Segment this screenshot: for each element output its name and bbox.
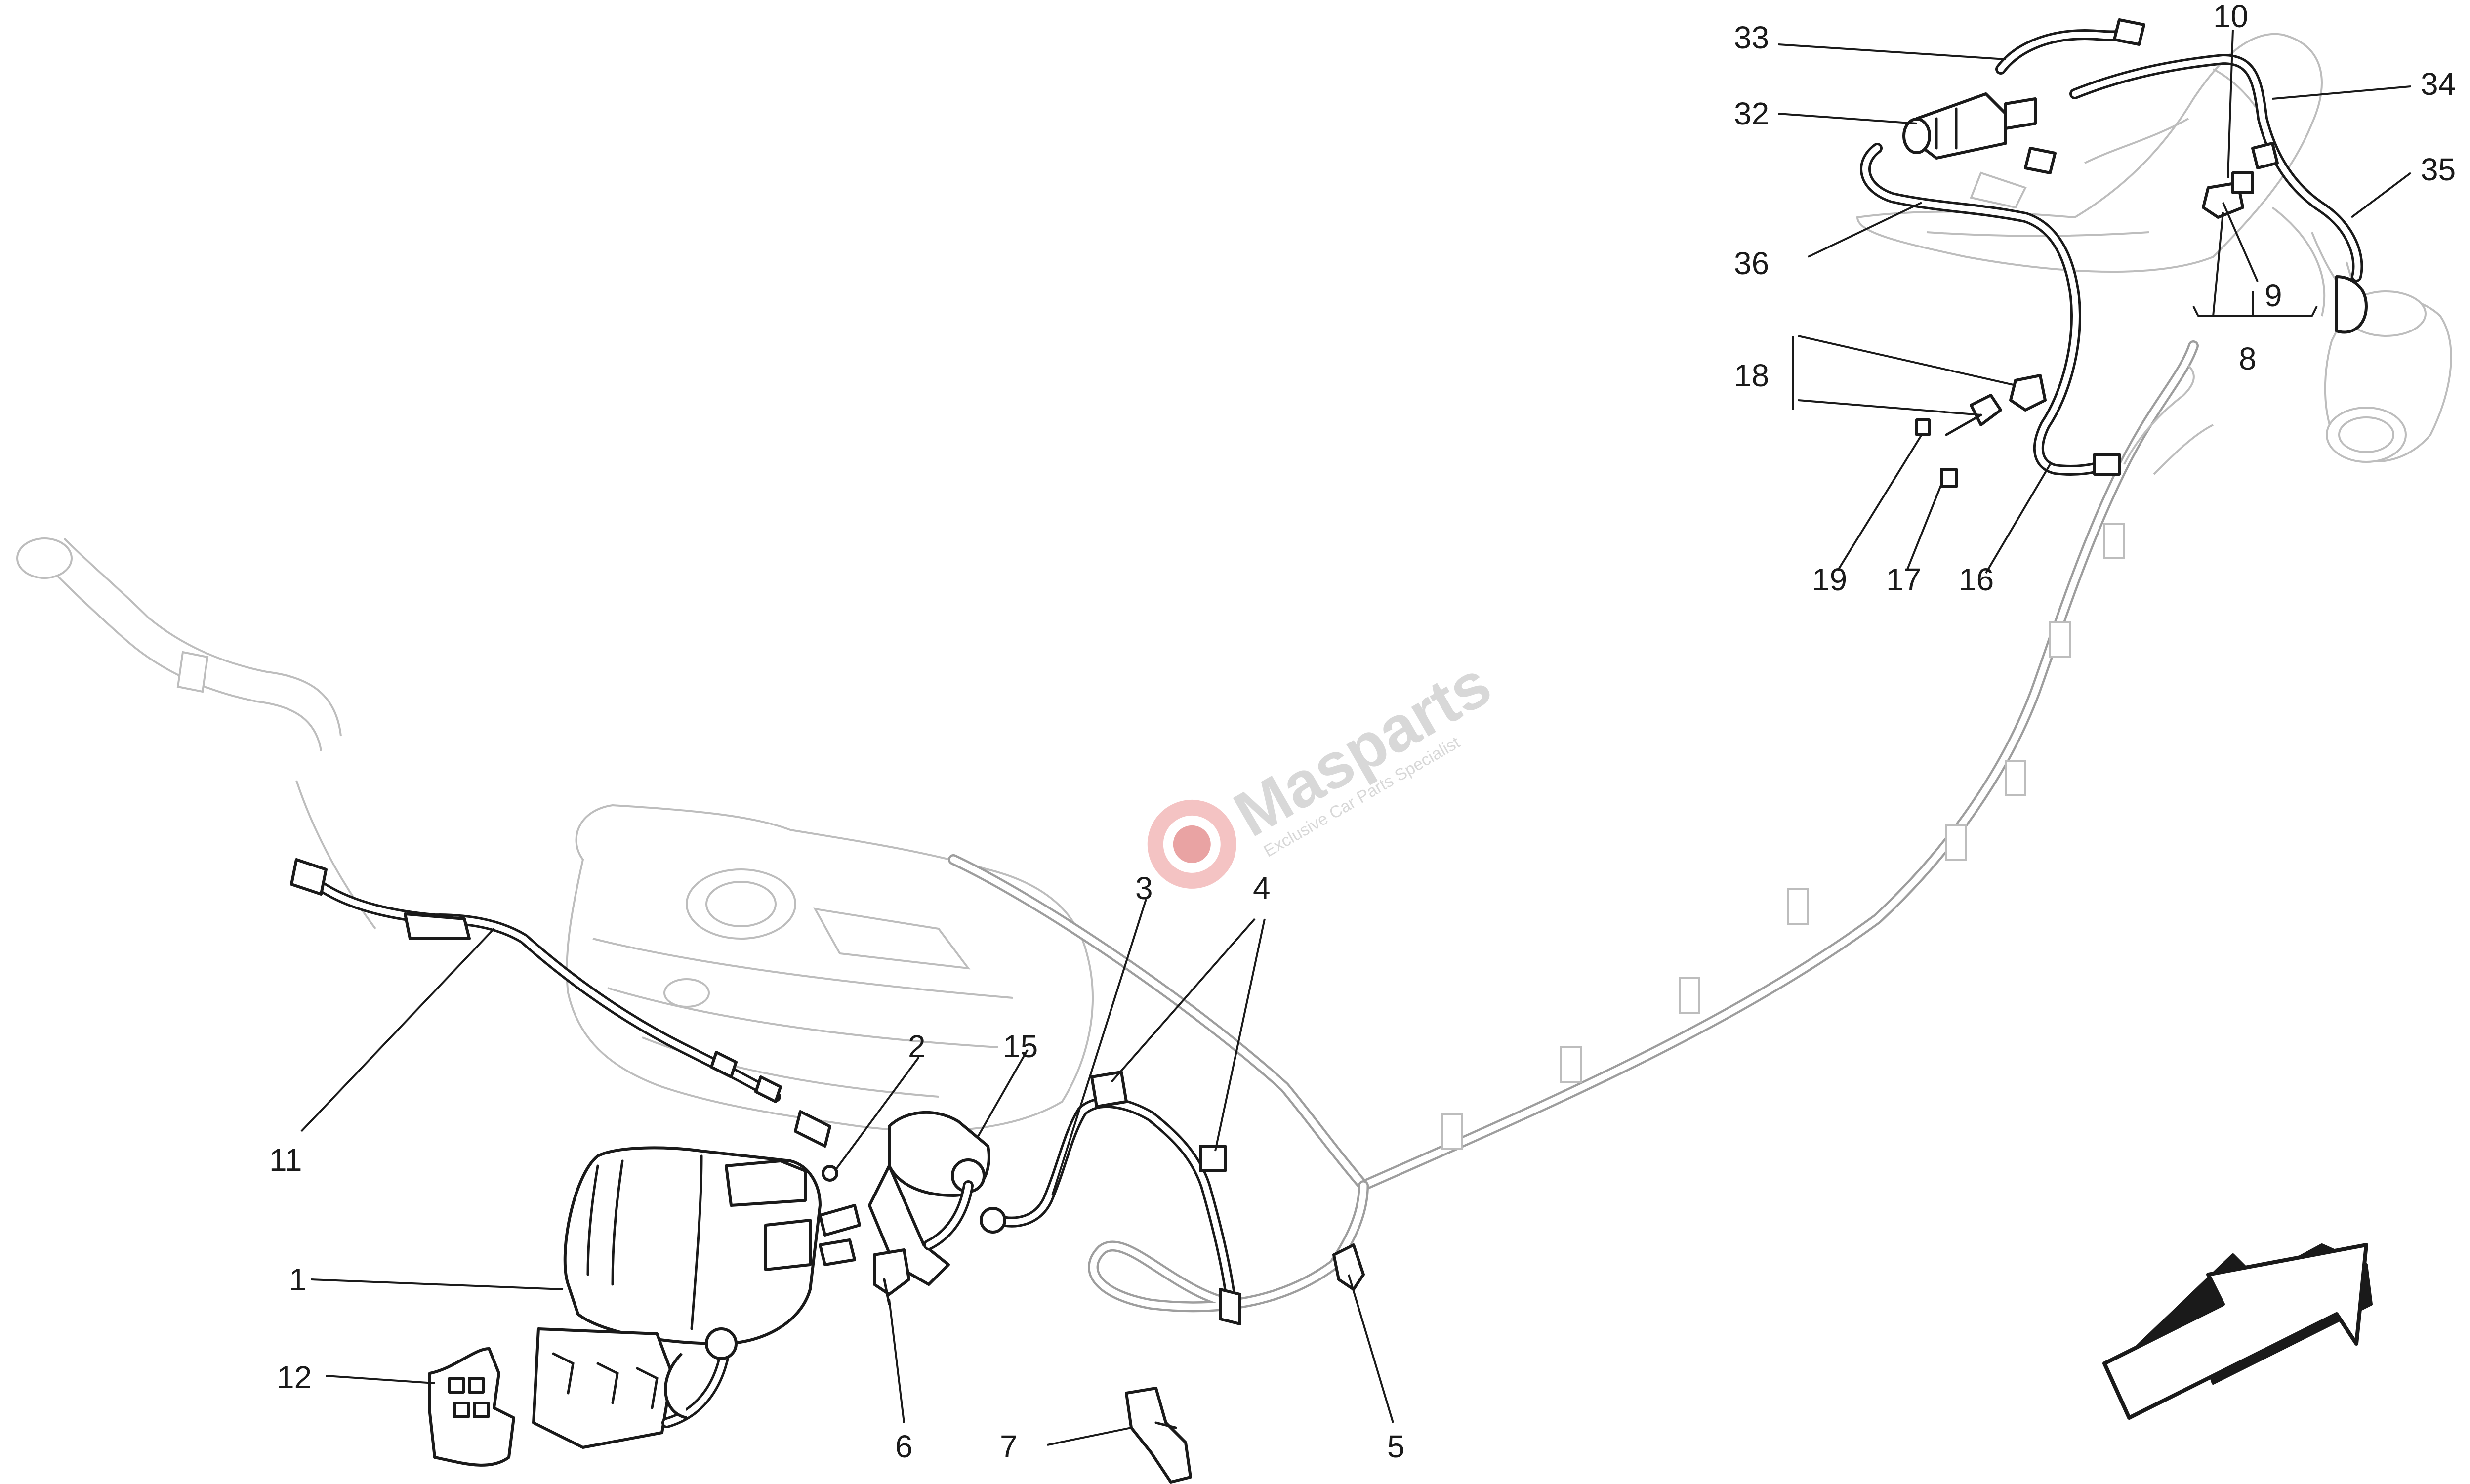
callout-15: 15 [1003, 1029, 1038, 1064]
callout-19: 19 [1812, 562, 1847, 597]
callout-4: 4 [1253, 870, 1271, 906]
clip-parts-4 [1090, 1071, 1227, 1172]
bracket-part-7 [1125, 1387, 1192, 1484]
air-intake-ghost [2311, 232, 2452, 463]
valve-part-15 [822, 1111, 990, 1286]
callout-32: 32 [1734, 96, 1769, 131]
purge-line-part-3 [980, 1097, 1241, 1325]
callout-10: 10 [2213, 0, 2248, 34]
fuel-tank-ghost [566, 804, 1094, 1132]
callout-34: 34 [2421, 66, 2456, 102]
callout-8: 8 [2239, 341, 2257, 376]
callout-9: 9 [2264, 278, 2282, 313]
callout-18: 18 [1734, 358, 1769, 393]
callout-5: 5 [1387, 1429, 1405, 1464]
bracket-part-12 [428, 1347, 515, 1467]
callout-1: 1 [289, 1262, 307, 1297]
callout-16: 16 [1959, 562, 1994, 597]
rear-fuel-line-ghost [948, 340, 2214, 1313]
leader-lines [300, 29, 2412, 1446]
callout-12: 12 [277, 1360, 312, 1395]
canister-part-1 [532, 1146, 861, 1449]
callout-3: 3 [1135, 870, 1153, 906]
callout-labels: 1 2 3 4 5 6 7 8 9 10 11 12 15 16 17 18 1… [269, 0, 2456, 1464]
clip-part-5 [1332, 1243, 1365, 1291]
connector-part-6 [873, 1248, 910, 1306]
engine-bay-parts [1860, 18, 2368, 488]
callout-17: 17 [1886, 562, 1921, 597]
callout-7: 7 [1000, 1429, 1018, 1464]
callout-11: 11 [269, 1142, 302, 1178]
callout-6: 6 [895, 1429, 913, 1464]
filler-neck-ghost [16, 537, 376, 930]
arrow-up-right-icon [2102, 1243, 2373, 1420]
gear-disc-icon [1147, 799, 1236, 889]
callout-36: 36 [1734, 246, 1769, 281]
callout-33: 33 [1734, 20, 1769, 55]
watermark: Masparts Exclusive Car Parts Specialist [1147, 647, 1502, 889]
callout-35: 35 [2421, 152, 2456, 187]
callout-2: 2 [908, 1029, 926, 1064]
vent-line-part-11 [290, 858, 831, 1148]
